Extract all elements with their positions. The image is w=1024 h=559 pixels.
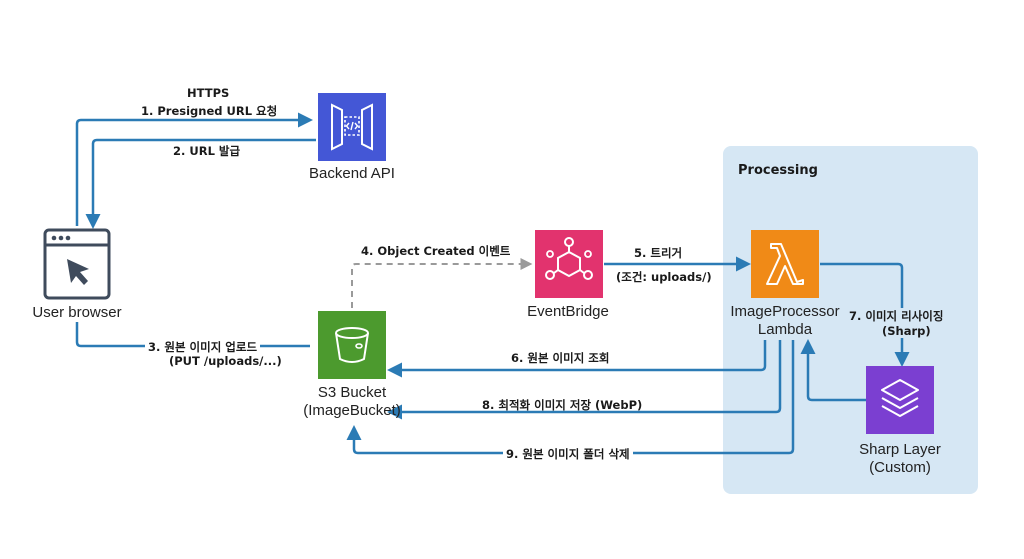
arrow-8-store-webp (387, 340, 782, 420)
step-3-label: 3. 원본 이미지 업로드 (145, 339, 261, 355)
arrow-1-presigned-request (75, 112, 313, 226)
eventbridge-label: EventBridge (527, 303, 609, 320)
user-browser-label: User browser (32, 304, 122, 321)
arrow-2-url-issue (85, 138, 316, 229)
arrow-7-return (800, 339, 866, 402)
step-1-label: 1. Presigned URL 요청 (141, 104, 278, 118)
step-5-label: 5. 트리거 (634, 246, 683, 260)
step-8-label: 8. 최적화 이미지 저장 (WebP) (482, 398, 643, 412)
lambda-label: ImageProcessor Lambda (730, 303, 840, 338)
sharp-layer-label: Sharp Layer (Custom) (859, 441, 941, 476)
step-7-sub-label: (Sharp) (879, 324, 934, 338)
browser-icon (43, 228, 111, 300)
step-9-label: 9. 원본 이미지 폴더 삭제 (503, 446, 633, 462)
processing-group-title: Processing (738, 163, 818, 178)
step-6-label: 6. 원본 이미지 조회 (511, 351, 610, 365)
layer-icon (866, 366, 934, 434)
arrow-6-fetch-original (387, 340, 767, 378)
step-4-label: 4. Object Created 이벤트 (358, 243, 514, 259)
https-label: HTTPS (187, 86, 230, 100)
api-gateway-icon (318, 93, 386, 161)
eventbridge-icon (535, 230, 603, 298)
arrow-3-upload (75, 322, 310, 348)
step-7-label: 7. 이미지 리사이징 (846, 308, 947, 324)
step-5-sub-label: (조건: uploads/) (616, 270, 712, 284)
step-2-label: 2. URL 발급 (173, 144, 241, 158)
step-3-sub-label: (PUT /uploads/...) (169, 354, 282, 368)
s3-bucket-icon (318, 311, 386, 379)
lambda-icon (751, 230, 819, 298)
s3-bucket-label: S3 Bucket (ImageBucket) (303, 384, 401, 419)
arrow-7-resize (820, 262, 910, 367)
backend-api-label: Backend API (309, 165, 395, 182)
arrow-4-object-created (351, 258, 533, 308)
